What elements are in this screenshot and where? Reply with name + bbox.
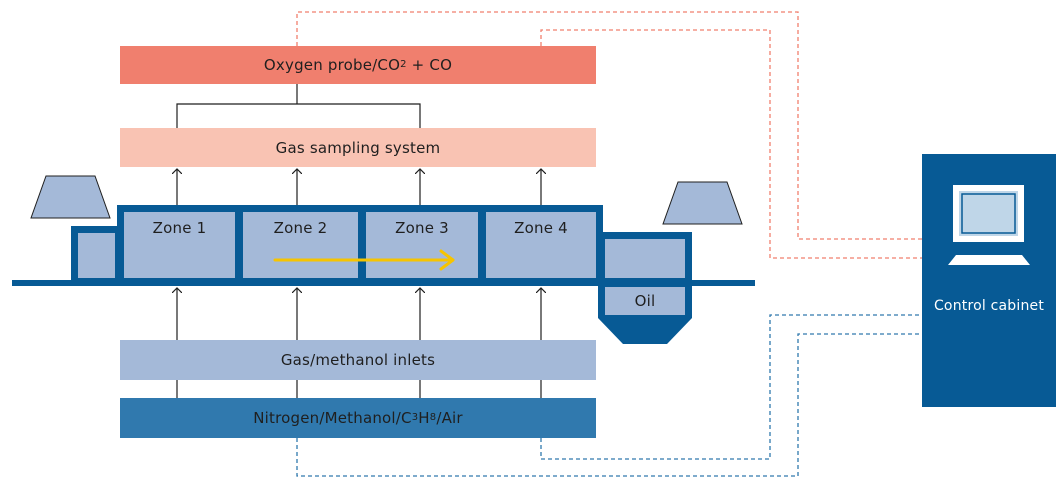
oxygen-probe-bar [120,46,596,84]
zone-1-label: Zone 1 [152,219,207,237]
gas-inlets-bar [120,340,596,380]
furnace-entry-inner [78,233,115,278]
sampling-bracket [176,84,421,128]
blue-dash-line-outer [296,333,922,477]
inlet-arrows [177,288,541,398]
flow-arrow [273,249,455,271]
quench-inner [605,239,685,278]
zone-3-box [366,212,478,278]
control-cabinet-label: Control cabinet [933,298,1045,314]
nitrogen-bar [120,398,596,438]
zone-4-box [486,212,596,278]
right-door-trapezoid [662,181,743,225]
blue-dash-line-inner [540,314,922,460]
keyboard-icon [948,255,1030,265]
left-door-trapezoid [30,175,111,219]
zone-2-label: Zone 2 [273,219,328,237]
gas-sampling-bar [120,128,596,167]
gas-inlets-label: Gas/methanol inlets [280,351,436,369]
dashed-blue-lines [296,314,922,477]
computer-monitor-icon [953,185,1024,242]
zone-4-label: Zone 4 [514,219,568,237]
zone-1-box [124,212,235,278]
oil-box [605,287,685,315]
red-dash-line-inner [540,29,922,259]
dashed-red-lines [296,11,922,259]
zone-3-label: Zone 3 [395,219,449,237]
conveyor-line [12,280,755,286]
sampling-arrows [177,169,541,206]
red-dash-line-outer [296,11,922,240]
gas-sampling-label: Gas sampling system [275,138,441,157]
zone-2-box [243,212,358,278]
oil-label: Oil [634,292,656,310]
